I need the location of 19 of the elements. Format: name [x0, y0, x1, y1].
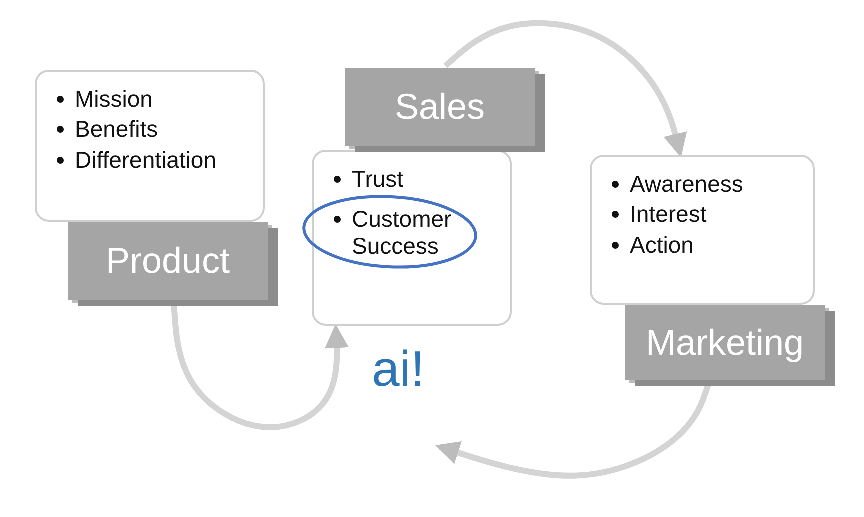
curved-arrow	[444, 20, 688, 158]
bullet-card	[590, 155, 815, 305]
center-label: ai!	[372, 340, 425, 398]
header-block	[625, 305, 825, 380]
bullet-card	[312, 150, 512, 326]
bullet-text: Mission	[75, 86, 153, 112]
bullet-text: Benefits	[75, 116, 158, 142]
header-text: Marketing	[646, 322, 804, 364]
bullet-text: Differentiation	[75, 146, 216, 173]
bullet-text: Customer Success	[352, 206, 452, 259]
bullet-text: Trust	[352, 166, 404, 192]
bullet-text: Action	[630, 232, 694, 258]
header-text: Product	[106, 240, 230, 282]
bullet-text: Interest	[630, 201, 707, 228]
header-block	[345, 68, 535, 146]
header-block	[68, 222, 268, 300]
bullet-text: Awareness	[630, 171, 744, 197]
header-text: Sales	[394, 86, 486, 128]
bullet-card	[35, 70, 265, 222]
